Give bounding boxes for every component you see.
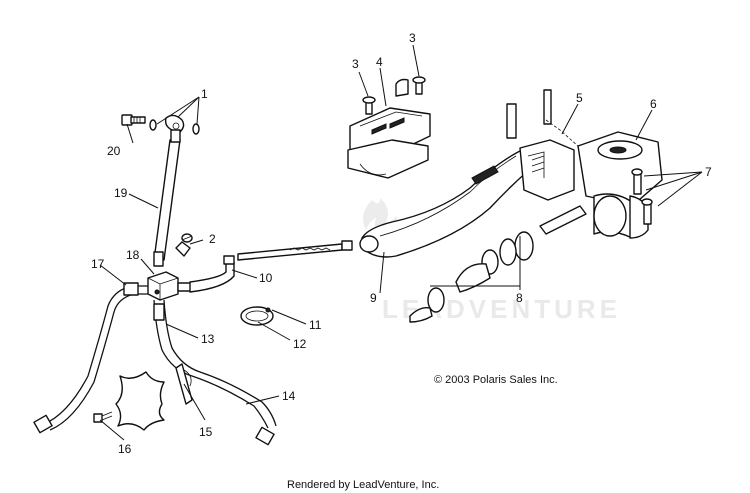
part-2-fitting <box>175 233 193 257</box>
part-7-screws <box>631 168 653 225</box>
copyright-text: © 2003 Polaris Sales Inc. <box>434 374 558 386</box>
callout-3b: 3 <box>409 31 416 45</box>
part-10-hose <box>177 255 235 293</box>
callout-16: 16 <box>118 442 132 456</box>
footer-text: Rendered by LeadVenture, Inc. <box>287 479 439 491</box>
callout-19: 19 <box>114 186 128 200</box>
callout-10: 10 <box>259 271 273 285</box>
callout-3a: 3 <box>352 57 359 71</box>
callout-4: 4 <box>376 55 383 69</box>
callout-20: 20 <box>107 144 121 158</box>
callout-15: 15 <box>199 425 213 439</box>
leader-lines <box>99 44 703 441</box>
part-16-plate <box>93 371 165 431</box>
part-19-hose <box>153 129 181 267</box>
callout-1: 1 <box>201 87 208 101</box>
part-17-hose <box>33 282 148 434</box>
callout-5: 5 <box>576 91 583 105</box>
part-20-bolt <box>121 114 146 126</box>
callout-7: 7 <box>705 165 712 179</box>
callout-14: 14 <box>282 389 296 403</box>
brake-line-braided <box>237 240 353 261</box>
callout-6: 6 <box>650 97 657 111</box>
callout-13: 13 <box>201 332 215 346</box>
part-13-hose <box>153 299 277 446</box>
part-4-reservoir-cover <box>347 107 431 179</box>
callout-18: 18 <box>126 248 140 262</box>
callout-17: 17 <box>91 257 105 271</box>
callout-12: 12 <box>293 337 307 351</box>
part-18-junction-block <box>147 271 179 301</box>
part-9-lever <box>359 147 547 258</box>
callout-2: 2 <box>209 232 216 246</box>
part-3-screws <box>362 76 426 115</box>
part-11-clamp <box>240 306 274 326</box>
callout-11: 11 <box>309 318 322 332</box>
callout-labels: 1 2 3 3 4 5 6 7 8 9 10 11 12 13 14 15 16… <box>91 31 712 456</box>
callout-8: 8 <box>516 291 523 305</box>
pivot-pins <box>506 89 552 139</box>
part-5-master-cylinder <box>519 139 575 201</box>
part-1-washers-banjo <box>149 114 200 135</box>
callout-9: 9 <box>370 291 377 305</box>
